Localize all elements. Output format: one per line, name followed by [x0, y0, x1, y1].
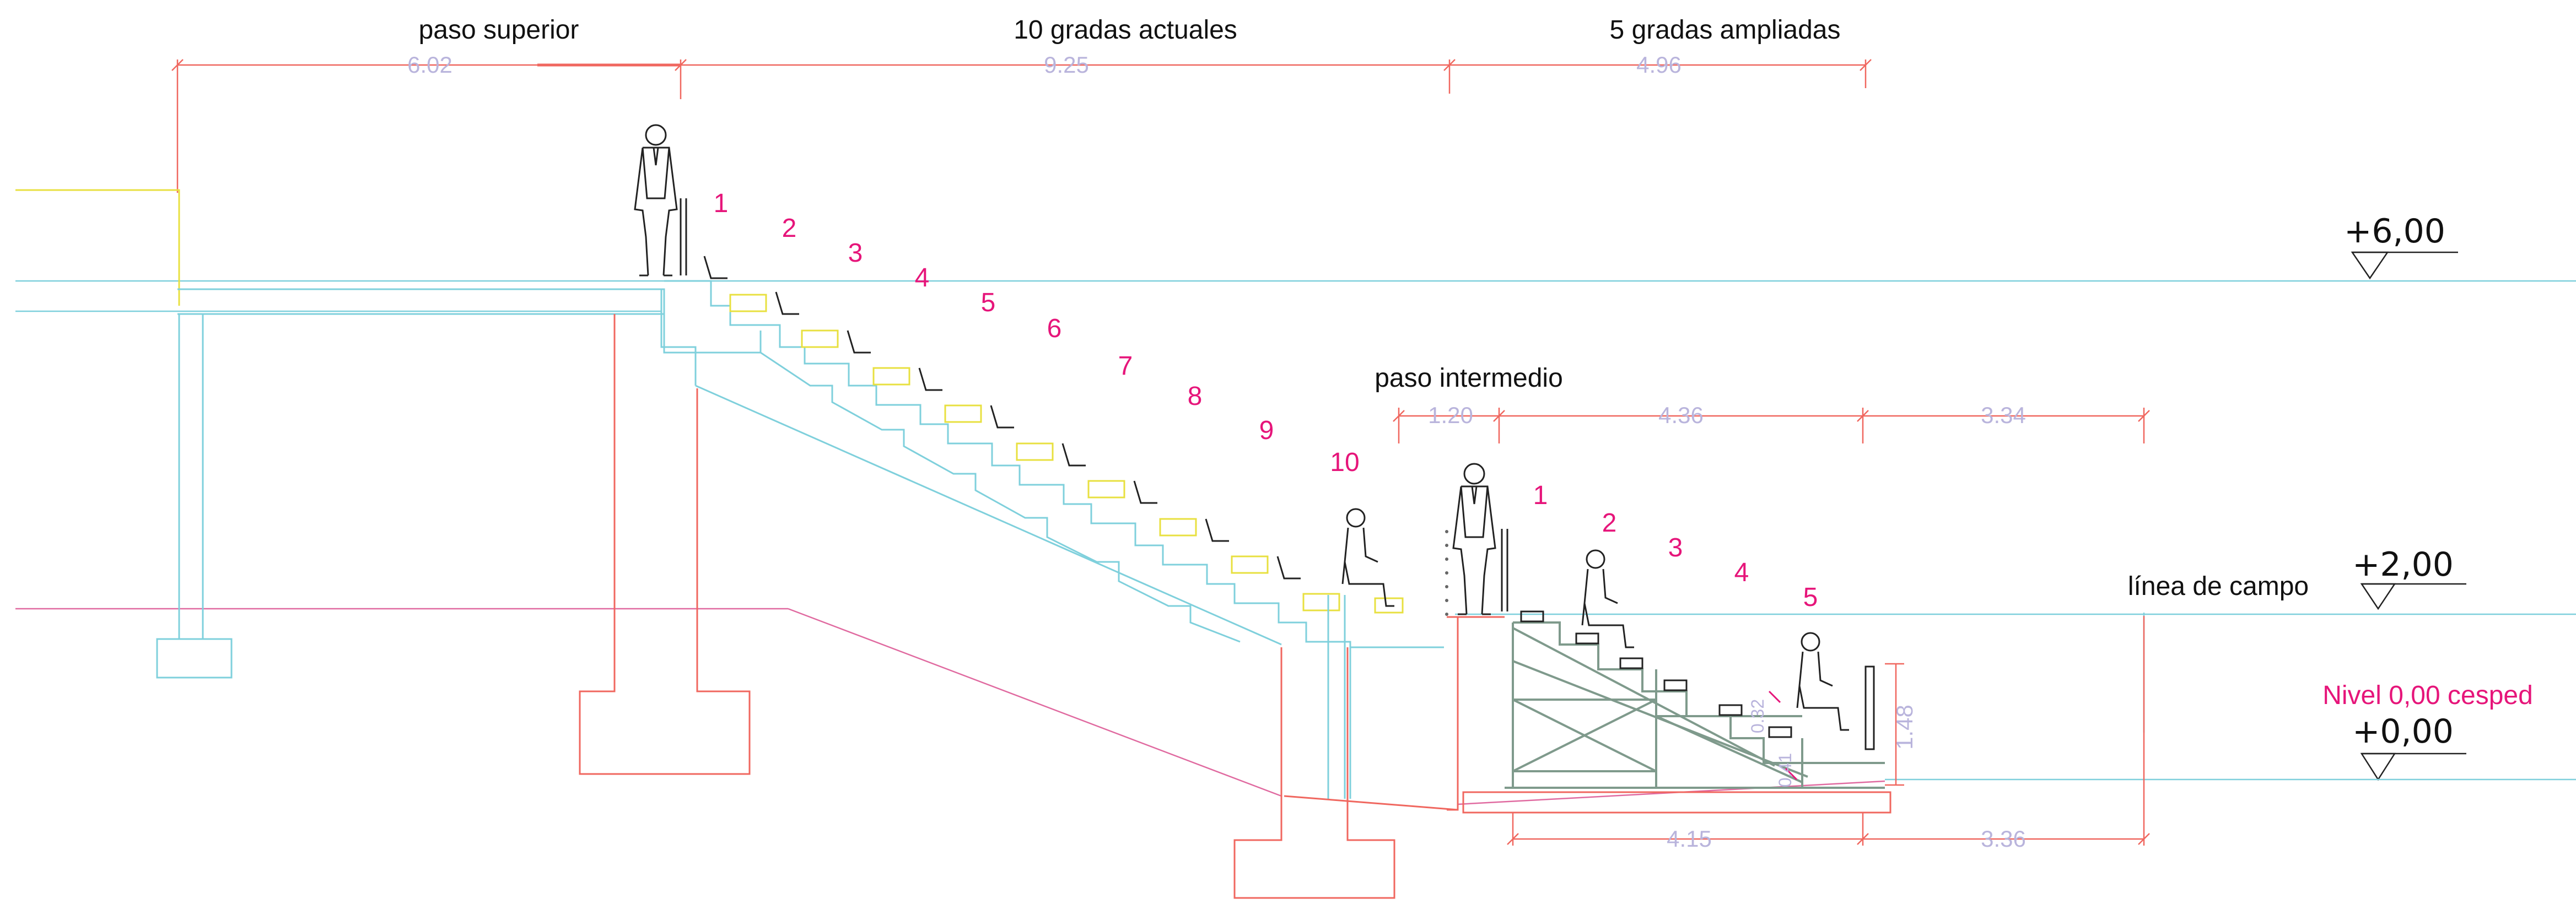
existing-step-number: 10	[1330, 448, 1359, 477]
label-gradas-ampliadas: 5 gradas ampliadas	[1610, 15, 1841, 45]
label-paso-superior: paso superior	[419, 15, 579, 45]
new-step-number: 3	[1668, 533, 1683, 562]
dimension-3-34: 3.34	[1981, 402, 2026, 428]
label-paso-intermedio: paso intermedio	[1375, 364, 1563, 393]
existing-step-number: 9	[1259, 416, 1274, 445]
upper-walkway	[156, 288, 1282, 683]
dimension-0-32: 0.32	[1748, 699, 1767, 733]
dimension-1-48: 1.48	[1891, 705, 1917, 750]
existing-stair-section	[664, 280, 1444, 648]
new-grandstand-backrest	[1864, 665, 1875, 750]
level-marker-mid	[2360, 583, 2466, 610]
label-linea-de-campo: línea de campo	[2128, 572, 2309, 601]
existing-step-number: 6	[1047, 314, 1062, 343]
level-label-mid: +2,00	[2352, 545, 2454, 584]
dimension-6-02: 6.02	[407, 52, 452, 78]
new-step-number: 5	[1803, 583, 1818, 612]
existing-seats	[729, 294, 1404, 614]
new-grandstand-height-marks	[1768, 690, 1798, 781]
new-step-number: 4	[1734, 558, 1749, 587]
intermediate-landing	[1284, 616, 1505, 811]
dotted-railing	[1445, 530, 1448, 616]
new-grandstand-base	[1462, 791, 1891, 814]
existing-step-number: 1	[714, 189, 729, 218]
standing-person-top	[634, 124, 678, 277]
new-step-number: 2	[1602, 508, 1617, 538]
level-marker-top	[2351, 251, 2458, 280]
existing-stair-underside	[663, 314, 1241, 643]
dimension-1-20: 1.20	[1428, 402, 1473, 428]
dimension-4-96: 4.96	[1636, 52, 1682, 78]
existing-roof-outline	[15, 189, 180, 306]
reference-lines	[15, 280, 2576, 805]
existing-step-number: 7	[1118, 351, 1133, 381]
dimension-3-36: 3.36	[1981, 826, 2026, 852]
height-dimension-line	[1885, 663, 1904, 786]
seated-person-existing	[1341, 508, 1395, 607]
existing-step-number: 8	[1188, 382, 1203, 411]
upper-footings	[579, 314, 1395, 899]
label-gradas-actuales: 10 gradas actuales	[1014, 15, 1237, 45]
level-label-top: +6,00	[2344, 212, 2445, 251]
top-dimension-line	[171, 59, 1872, 193]
existing-seat-backs	[703, 256, 1301, 580]
level-marker-ground	[2360, 753, 2466, 781]
dimension-4-15: 4.15	[1667, 826, 1712, 852]
dimension-0-41: 0.41	[1775, 753, 1795, 787]
new-step-number: 1	[1533, 481, 1548, 510]
new-seats	[1520, 610, 1792, 738]
dimension-9-25: 9.25	[1044, 52, 1089, 78]
new-grandstand-frame	[1505, 621, 1885, 789]
intermediate-landing-supports	[1327, 595, 1351, 799]
dimension-4-36: 4.36	[1658, 402, 1704, 428]
standing-person-intermediate	[1452, 463, 1496, 615]
existing-step-number: 4	[915, 263, 930, 293]
bottom-dimension-line	[1507, 616, 2150, 846]
existing-step-number: 3	[848, 239, 863, 268]
label-nivel-cesped: Nivel 0,00 cesped	[2322, 681, 2533, 710]
seated-person-new-5	[1796, 632, 1850, 731]
mid-dimension-line	[1393, 408, 2150, 443]
level-label-ground: +0,00	[2352, 712, 2454, 751]
existing-step-number: 5	[981, 288, 996, 317]
existing-step-number: 2	[782, 214, 797, 243]
